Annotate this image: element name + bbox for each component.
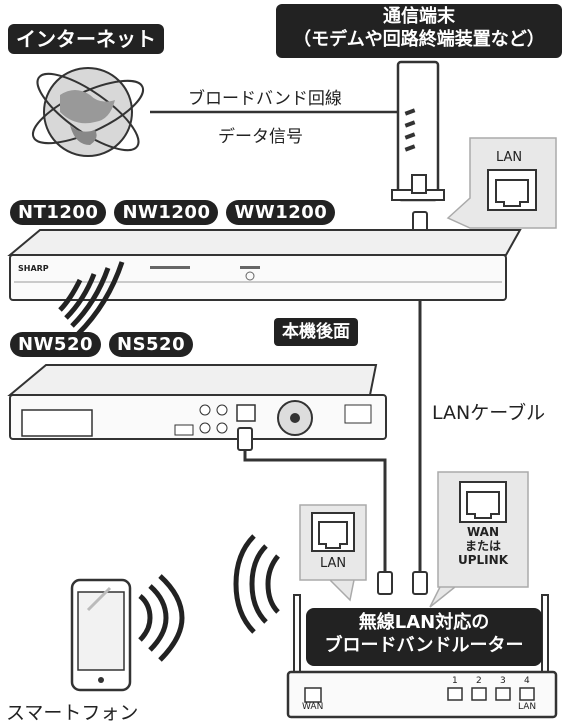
router-device (286, 594, 558, 719)
router-port-number: 1 (452, 676, 458, 686)
model-badge: NS520 (109, 332, 194, 357)
data-signal-label: データ信号 (218, 127, 303, 147)
router-title-line2: ブロードバンドルーター (324, 634, 524, 656)
lan-router-port-label: LAN (320, 556, 347, 571)
smartphone-icon (70, 578, 132, 692)
wan-label-line2: または (464, 538, 501, 553)
model-badge: NW1200 (114, 200, 219, 225)
broadband-line-label: ブロードバンド回線 (188, 89, 342, 109)
brand-logo: SHARP (18, 264, 49, 273)
router-title: 無線LAN対応の ブロードバンドルーター (306, 608, 542, 666)
model-badge: WW1200 (226, 200, 336, 225)
wireless-waves-phone (138, 574, 185, 662)
lan-cable-recorder (237, 427, 393, 595)
models-bottom: NW520 NS520 (10, 332, 194, 357)
modem-title-line2: （モデムや回路終端装置など） (293, 28, 545, 50)
rear-panel-label: 本機後面 (274, 318, 358, 346)
recorder-rear (7, 364, 387, 440)
recorder-front (7, 229, 522, 301)
router-wan-port-label: WAN (302, 702, 324, 712)
internet-label: インターネット (8, 24, 164, 54)
router-port-number: 3 (500, 676, 506, 686)
router-lan-port-label: LAN (518, 702, 537, 712)
modem-device (391, 60, 445, 202)
router-port-number: 4 (524, 676, 530, 686)
lan-cable-label: LANケーブル (432, 402, 546, 424)
lan-top-port-label: LAN (496, 150, 523, 165)
modem-title-line1: 通信端末 (383, 6, 455, 27)
wireless-waves-recorder (58, 261, 125, 336)
wan-label-line3: UPLINK (458, 552, 508, 567)
wan-label-line1: WAN (466, 525, 500, 539)
router-port-number: 2 (476, 676, 482, 686)
wireless-waves-router (233, 534, 280, 634)
smartphone-label: スマートフォン (6, 702, 139, 724)
models-top: NT1200 NW1200 WW1200 (10, 200, 336, 225)
router-title-line1: 無線LAN対応の (358, 612, 490, 633)
globe-icon (31, 67, 145, 157)
modem-title: 通信端末 （モデムや回路終端装置など） (276, 4, 562, 58)
model-badge: NW520 (10, 332, 101, 357)
model-badge: NT1200 (10, 200, 107, 225)
wan-port-label: WAN または UPLINK (446, 525, 520, 567)
